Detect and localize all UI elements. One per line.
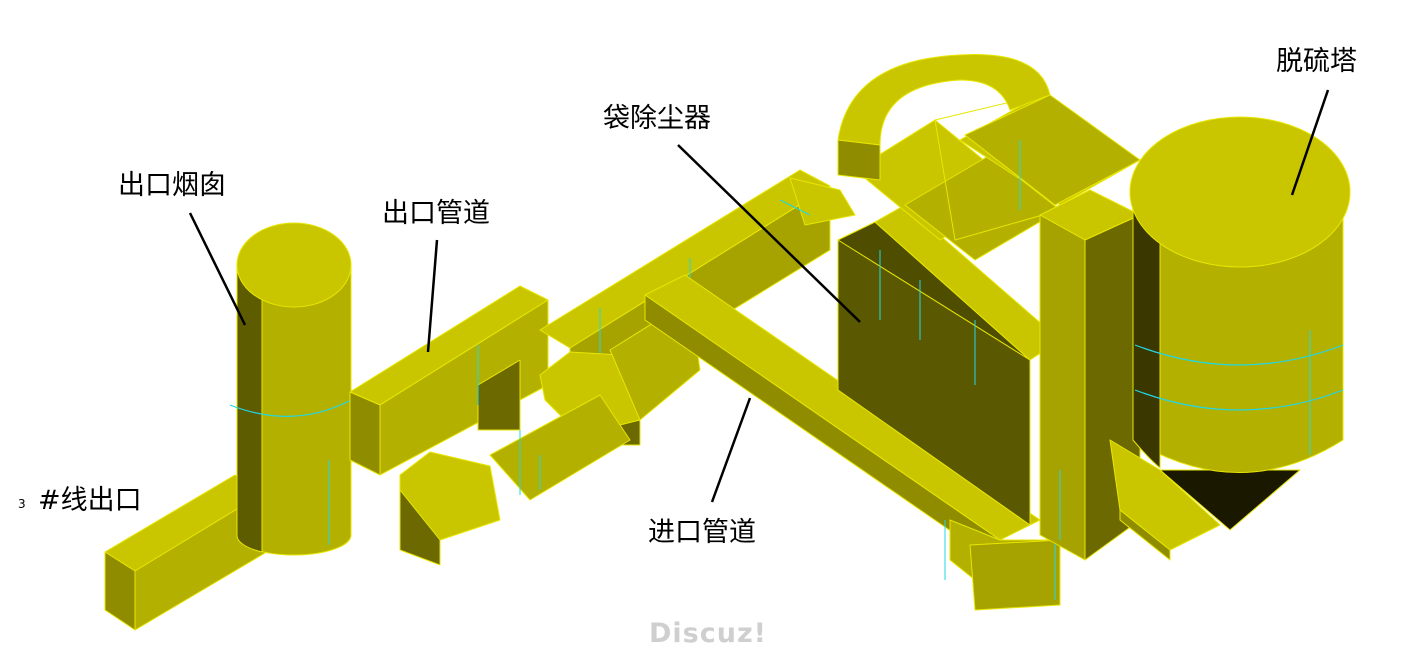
line-outlet-number: 3 <box>18 497 26 511</box>
desulfurization-tower-label: 脱硫塔 <box>1276 46 1357 77</box>
inlet-duct-label: 进口管道 <box>648 517 756 548</box>
line-outlet-duct <box>104 474 266 631</box>
outlet-duct-label: 出口管道 <box>382 198 490 229</box>
line-outlet-label: #线出口 <box>38 485 142 516</box>
inlet-duct <box>644 274 1061 611</box>
leader-bag-filter <box>677 144 861 323</box>
leader-outlet-duct <box>426 239 439 353</box>
bag-filter-label: 袋除尘器 <box>603 103 711 134</box>
chimney-label: 出口烟囱 <box>118 170 226 201</box>
tower-inlet-duct <box>1109 439 1221 561</box>
leader-chimney <box>188 212 247 326</box>
leader-tower <box>1290 89 1330 196</box>
fan-duct-lower <box>399 394 631 566</box>
leader-inlet-duct <box>710 397 752 503</box>
bag-filter <box>837 54 1141 526</box>
leader-lines <box>188 89 1330 503</box>
desulfurization-tower <box>1129 116 1351 531</box>
watermark: Discuz! <box>649 618 767 649</box>
outlet-chimney <box>229 222 352 556</box>
